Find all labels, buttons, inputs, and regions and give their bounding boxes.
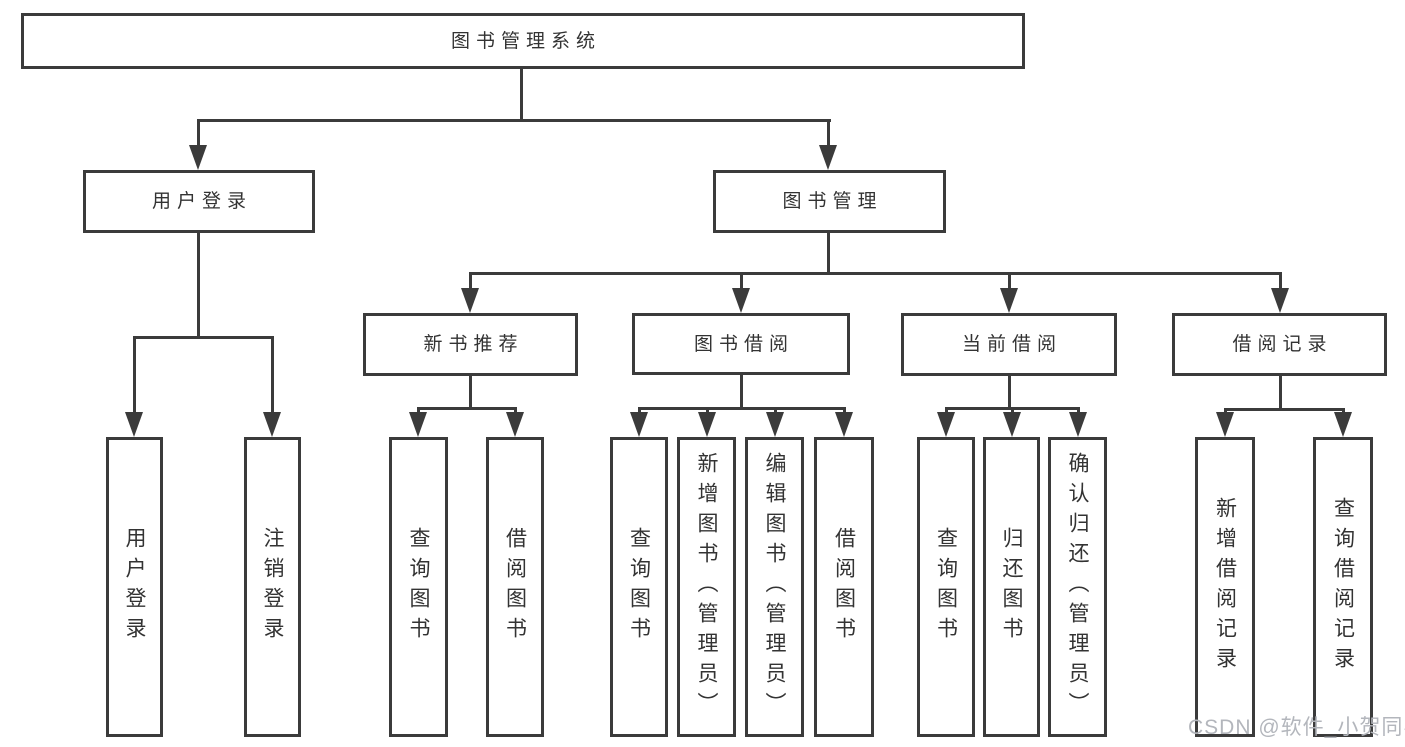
node-edit-books-admin-label: 编辑图书（管理员）: [763, 452, 786, 722]
connector-user-login-hline: [133, 336, 274, 339]
connector-book-mgmt-stub: [827, 233, 830, 275]
node-borrowing-query-books-label: 查询图书: [627, 527, 651, 647]
down-arrow-icon: [506, 412, 524, 437]
node-user-login-label: 用户登录: [151, 191, 252, 212]
connector-user-login-drop: [197, 119, 200, 151]
down-arrow-icon: [1271, 288, 1289, 313]
node-add-borrow-record-label: 新增借阅记录: [1213, 497, 1237, 677]
node-library-system: 图书管理系统: [21, 13, 1025, 69]
node-confirm-return-admin-label: 确认归还（管理员）: [1066, 452, 1089, 722]
down-arrow-icon: [819, 145, 837, 170]
connector-borrow-record-drop: [1279, 272, 1282, 292]
connector-borrow-record-stub: [1279, 375, 1282, 411]
node-newrec-borrow-books: 借阅图书: [486, 437, 544, 737]
node-borrowing-borrow-books-label: 借阅图书: [832, 527, 856, 647]
node-newrec-query-books-label: 查询图书: [407, 527, 430, 647]
connector-borrow-record-hline: [1224, 408, 1345, 411]
down-arrow-icon: [1000, 288, 1018, 313]
node-return-books: 归还图书: [983, 437, 1040, 737]
connector-new-book-hline: [417, 407, 517, 410]
node-edit-books-admin: 编辑图书（管理员）: [745, 437, 804, 737]
node-book-borrowing: 图书借阅: [632, 313, 850, 375]
node-borrowing-borrow-books: 借阅图书: [814, 437, 874, 737]
node-book-management: 图书管理: [713, 170, 946, 233]
node-current-query-books-label: 查询图书: [934, 527, 958, 647]
node-login-label: 用户登录: [123, 527, 146, 647]
down-arrow-icon: [732, 288, 750, 313]
connector-new-book-drop: [469, 272, 472, 292]
down-arrow-icon: [630, 412, 648, 437]
node-current-borrowing-label: 当前借阅: [961, 334, 1062, 355]
node-query-borrow-record-label: 查询借阅记录: [1331, 497, 1355, 677]
down-arrow-icon: [1334, 412, 1352, 437]
down-arrow-icon: [125, 412, 143, 437]
down-arrow-icon: [461, 288, 479, 313]
node-add-books-admin-label: 新增图书（管理员）: [695, 452, 718, 722]
node-borrowing-records-label: 借阅记录: [1232, 334, 1333, 355]
connector-user-login-stub: [197, 233, 200, 339]
csdn-watermark: CSDN @软件_小贺同学: [1188, 716, 1405, 739]
down-arrow-icon: [698, 412, 716, 437]
down-arrow-icon: [409, 412, 427, 437]
connector-book-borrow-stub: [740, 375, 743, 410]
node-query-borrow-record: 查询借阅记录: [1313, 437, 1373, 737]
down-arrow-icon: [1069, 412, 1087, 437]
node-add-borrow-record: 新增借阅记录: [1195, 437, 1255, 737]
node-confirm-return-admin: 确认归还（管理员）: [1048, 437, 1107, 737]
connector-new-book-stub: [469, 375, 472, 410]
node-logout: 注销登录: [244, 437, 301, 737]
down-arrow-icon: [1216, 412, 1234, 437]
node-new-book-recommendation: 新书推荐: [363, 313, 578, 376]
down-arrow-icon: [189, 145, 207, 170]
node-newrec-borrow-books-label: 借阅图书: [503, 527, 527, 647]
node-borrowing-records: 借阅记录: [1172, 313, 1387, 376]
node-current-query-books: 查询图书: [917, 437, 975, 737]
connector-level2-hline: [469, 272, 1282, 275]
node-new-book-recommendation-label: 新书推荐: [423, 334, 524, 355]
down-arrow-icon: [263, 412, 281, 437]
node-add-books-admin: 新增图书（管理员）: [677, 437, 736, 737]
node-login: 用户登录: [106, 437, 163, 737]
connector-book-borrow-drop: [740, 272, 743, 292]
node-book-management-label: 图书管理: [782, 191, 883, 212]
node-return-books-label: 归还图书: [1000, 527, 1023, 647]
node-current-borrowing: 当前借阅: [901, 313, 1117, 376]
node-borrowing-query-books: 查询图书: [610, 437, 668, 737]
down-arrow-icon: [835, 412, 853, 437]
node-newrec-query-books: 查询图书: [389, 437, 448, 737]
node-logout-label: 注销登录: [261, 527, 284, 647]
node-user-login: 用户登录: [83, 170, 315, 233]
connector-book-borrow-hline: [638, 407, 846, 410]
connector-level1-hline: [197, 119, 831, 122]
down-arrow-icon: [766, 412, 784, 437]
down-arrow-icon: [1003, 412, 1021, 437]
connector-logout-drop: [271, 336, 274, 414]
connector-current-borrow-stub: [1008, 375, 1011, 410]
down-arrow-icon: [937, 412, 955, 437]
node-library-system-label: 图书管理系统: [450, 30, 601, 52]
connector-login-drop: [133, 336, 136, 414]
connector-book-mgmt-drop: [827, 119, 830, 151]
connector-current-borrow-drop: [1008, 272, 1011, 292]
connector-root-stub: [520, 69, 523, 120]
node-book-borrowing-label: 图书借阅: [693, 333, 794, 355]
